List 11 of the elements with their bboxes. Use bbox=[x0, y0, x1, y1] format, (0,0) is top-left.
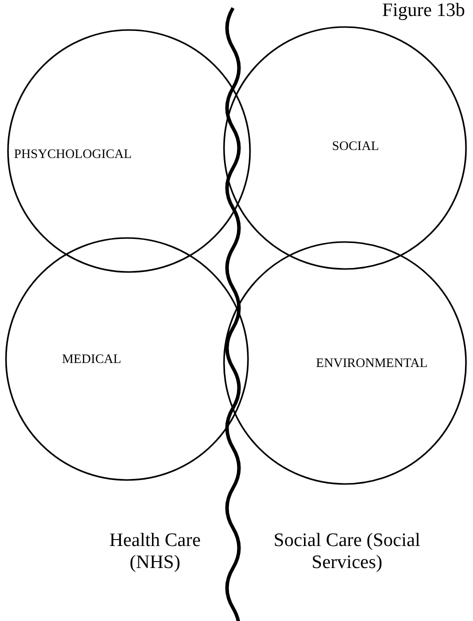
circle-label: ENVIRONMENTAL bbox=[316, 355, 428, 371]
venn-circle bbox=[222, 25, 468, 271]
venn-circle bbox=[4, 236, 250, 482]
circle-label: PHSYCHOLOGICAL bbox=[14, 146, 132, 162]
figure-title: Figure 13b bbox=[382, 0, 465, 22]
venn-circle bbox=[6, 28, 252, 274]
region-label: Health Care (NHS) bbox=[108, 530, 202, 574]
venn-circle bbox=[222, 240, 468, 486]
circle-label: SOCIAL bbox=[332, 138, 379, 154]
circle-label: MEDICAL bbox=[62, 351, 122, 367]
region-label: Social Care (Social Services) bbox=[272, 530, 422, 574]
